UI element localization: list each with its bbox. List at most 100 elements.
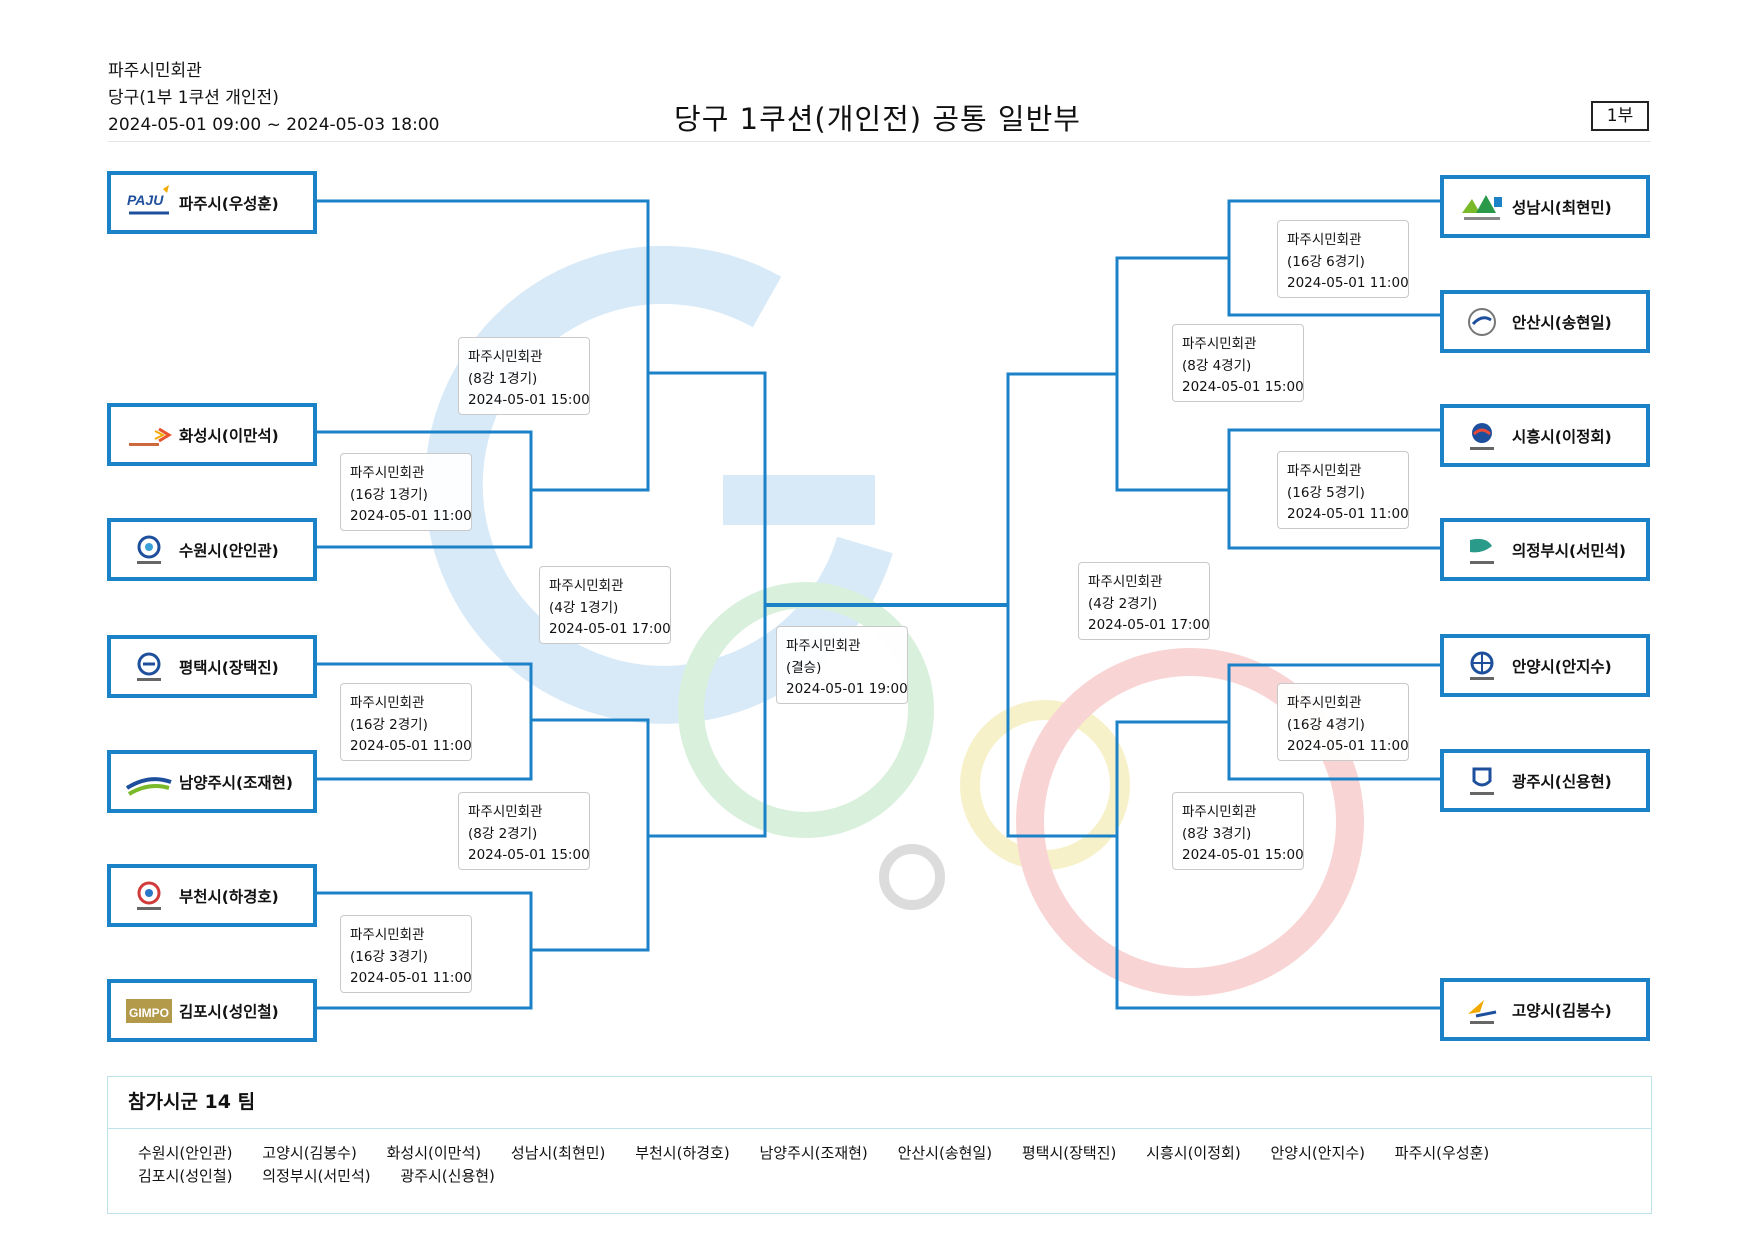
watermark-green-ring xyxy=(678,582,934,838)
siheung-logo xyxy=(1458,416,1506,456)
participant-item: 고양시(김봉수) xyxy=(262,1144,357,1162)
participant-item: 안산시(송현일) xyxy=(897,1144,993,1162)
match-round: (16강 6경기) xyxy=(1287,253,1365,270)
hwaseong-logo xyxy=(125,415,173,455)
match-final[interactable]: 파주시민회관 (결승) 2024-05-01 19:00 xyxy=(776,626,908,704)
match-r4-2[interactable]: 파주시민회관 (4강 2경기) 2024-05-01 17:00 xyxy=(1078,562,1210,640)
match-round: (8강 4경기) xyxy=(1182,357,1252,374)
match-l16-2[interactable]: 파주시민회관 (16강 2경기) 2024-05-01 11:00 xyxy=(340,683,472,761)
match-round: (16강 1경기) xyxy=(350,486,428,503)
team-name: 수원시(안인관) xyxy=(179,541,279,560)
match-round: (4강 2경기) xyxy=(1088,595,1158,612)
match-round: (8강 1경기) xyxy=(468,370,538,387)
participants-list: 수원시(안인관) 고양시(김봉수) 화성시(이만석) 성남시(최현민) 부천시(… xyxy=(108,1129,1638,1188)
match-l8-1[interactable]: 파주시민회관 (8강 1경기) 2024-05-01 15:00 xyxy=(458,337,590,415)
match-time: 2024-05-01 15:00 xyxy=(1182,847,1304,863)
match-round: (8강 2경기) xyxy=(468,825,538,842)
anyang-logo xyxy=(1458,646,1506,686)
team-name: 화성시(이만석) xyxy=(179,426,279,445)
match-time: 2024-05-01 11:00 xyxy=(350,970,472,986)
match-venue: 파주시민회관 xyxy=(468,349,543,365)
participant-item: 의정부시(서민석) xyxy=(262,1167,371,1185)
team-slot-ansan[interactable]: 안산시(송현일) xyxy=(1440,290,1650,353)
match-r8-3[interactable]: 파주시민회관 (8강 3경기) 2024-05-01 15:00 xyxy=(1172,792,1304,870)
match-time: 2024-05-01 15:00 xyxy=(468,847,590,863)
team-slot-suwon[interactable]: 수원시(안인관) xyxy=(107,518,317,581)
team-slot-pyeongtaek[interactable]: 평택시(장택진) xyxy=(107,635,317,698)
line-l8-1 xyxy=(316,199,650,492)
match-time: 2024-05-01 11:00 xyxy=(1287,275,1409,291)
match-venue: 파주시민회관 xyxy=(350,927,425,943)
match-r16-6[interactable]: 파주시민회관 (16강 6경기) 2024-05-01 11:00 xyxy=(1277,220,1409,298)
team-slot-anyang[interactable]: 안양시(안지수) xyxy=(1440,634,1650,697)
gimpo-logo-text: GIMPO xyxy=(129,1006,169,1020)
match-l16-1[interactable]: 파주시민회관 (16강 1경기) 2024-05-01 11:00 xyxy=(340,453,472,531)
team-name: 의정부시(서민석) xyxy=(1512,541,1626,560)
goyang-logo xyxy=(1458,990,1506,1030)
participant-item: 수원시(안인관) xyxy=(138,1144,233,1162)
team-slot-paju[interactable]: PAJU 파주시(우성훈) xyxy=(107,171,317,234)
team-slot-hwaseong[interactable]: 화성시(이만석) xyxy=(107,403,317,466)
participant-item: 성남시(최현민) xyxy=(510,1144,606,1162)
venue-name: 파주시민회관 xyxy=(108,61,202,81)
event-period: 2024-05-01 09:00 ~ 2024-05-03 18:00 xyxy=(108,115,440,135)
team-slot-seongnam[interactable]: 성남시(최현민) xyxy=(1440,175,1650,238)
gimpo-logo: GIMPO xyxy=(125,991,173,1031)
match-time: 2024-05-01 15:00 xyxy=(468,392,590,408)
match-time: 2024-05-01 17:00 xyxy=(549,621,671,637)
team-slot-gwangju[interactable]: 광주시(신용현) xyxy=(1440,749,1650,812)
match-venue: 파주시민회관 xyxy=(1088,574,1163,590)
uijeongbu-logo xyxy=(1458,530,1506,570)
match-round: (16강 4경기) xyxy=(1287,716,1365,733)
seongnam-logo xyxy=(1458,187,1506,227)
paju-logo: PAJU xyxy=(125,183,173,223)
match-l4-1[interactable]: 파주시민회관 (4강 1경기) 2024-05-01 17:00 xyxy=(539,566,671,644)
match-r16-5[interactable]: 파주시민회관 (16강 5경기) 2024-05-01 11:00 xyxy=(1277,451,1409,529)
team-name: 성남시(최현민) xyxy=(1512,198,1612,217)
team-slot-bucheon[interactable]: 부천시(하경호) xyxy=(107,864,317,927)
match-round: (16강 5경기) xyxy=(1287,484,1365,501)
match-venue: 파주시민회관 xyxy=(1287,695,1362,711)
match-venue: 파주시민회관 xyxy=(549,578,624,594)
team-name: 시흥시(이정회) xyxy=(1512,427,1612,446)
match-venue: 파주시민회관 xyxy=(1287,463,1362,479)
team-name: 안산시(송현일) xyxy=(1512,313,1612,332)
match-time: 2024-05-01 11:00 xyxy=(1287,506,1409,522)
match-venue: 파주시민회관 xyxy=(1182,804,1257,820)
team-name: 광주시(신용현) xyxy=(1512,772,1612,791)
watermark-red-ring xyxy=(1016,648,1364,996)
match-venue: 파주시민회관 xyxy=(350,465,425,481)
participant-item: 평택시(장택진) xyxy=(1021,1144,1117,1162)
match-r16-4[interactable]: 파주시민회관 (16강 4경기) 2024-05-01 11:00 xyxy=(1277,683,1409,761)
match-l16-3[interactable]: 파주시민회관 (16강 3경기) 2024-05-01 11:00 xyxy=(340,915,472,993)
team-slot-goyang[interactable]: 고양시(김봉수) xyxy=(1440,978,1650,1041)
match-time: 2024-05-01 11:00 xyxy=(350,738,472,754)
team-slot-gimpo[interactable]: GIMPO 김포시(성인철) xyxy=(107,979,317,1042)
gwangju-logo xyxy=(1458,761,1506,801)
participants-panel: 참가시군 14 팀 수원시(안인관) 고양시(김봉수) 화성시(이만석) 성남시… xyxy=(107,1076,1652,1214)
match-l8-2[interactable]: 파주시민회관 (8강 2경기) 2024-05-01 15:00 xyxy=(458,792,590,870)
division-badge: 1부 xyxy=(1591,101,1649,131)
match-r8-4[interactable]: 파주시민회관 (8강 4경기) 2024-05-01 15:00 xyxy=(1172,324,1304,402)
match-venue: 파주시민회관 xyxy=(786,638,861,654)
watermark-gray-ring xyxy=(879,844,945,910)
page-title: 당구 1쿠션(개인전) 공통 일반부 xyxy=(674,102,1081,136)
team-name: 평택시(장택진) xyxy=(179,658,279,677)
match-time: 2024-05-01 19:00 xyxy=(786,681,908,697)
team-name: 고양시(김봉수) xyxy=(1512,1001,1612,1020)
match-venue: 파주시민회관 xyxy=(1182,336,1257,352)
participant-item: 파주시(우성훈) xyxy=(1394,1144,1490,1162)
match-round: (16강 3경기) xyxy=(350,948,428,965)
ansan-logo xyxy=(1458,302,1506,342)
team-slot-siheung[interactable]: 시흥시(이정회) xyxy=(1440,404,1650,467)
team-slot-namyangju[interactable]: 남양주시(조재현) xyxy=(107,750,317,813)
participant-item: 광주시(신용현) xyxy=(400,1167,495,1185)
match-venue: 파주시민회관 xyxy=(350,695,425,711)
team-slot-uijeongbu[interactable]: 의정부시(서민석) xyxy=(1440,518,1650,581)
team-name: 파주시(우성훈) xyxy=(179,194,279,213)
participant-item: 김포시(성인철) xyxy=(138,1167,233,1185)
match-round: (8강 3경기) xyxy=(1182,825,1252,842)
match-time: 2024-05-01 15:00 xyxy=(1182,379,1304,395)
participant-item: 시흥시(이정회) xyxy=(1146,1144,1241,1162)
